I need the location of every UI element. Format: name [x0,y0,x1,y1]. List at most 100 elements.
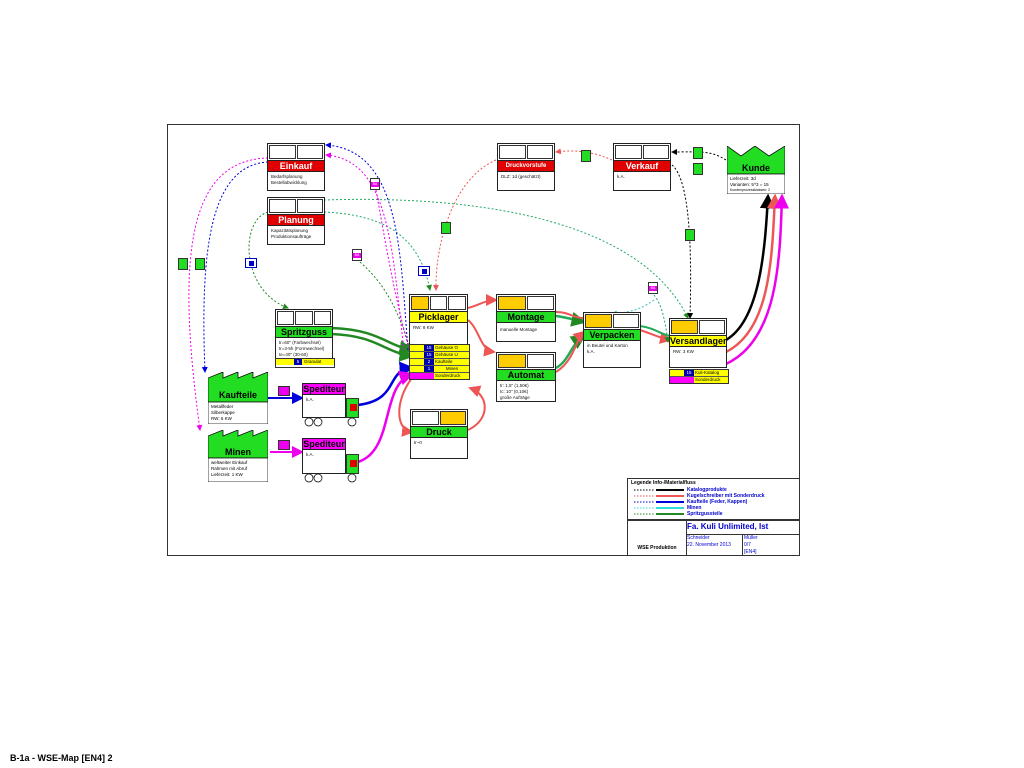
operator-icon [499,145,526,159]
einkauf-box[interactable]: 3 Einkauf Bedarfsplanung Bestellabwicklu… [267,143,325,191]
inv-label: Gehäuse U [434,352,469,358]
spediteur2-truck[interactable]: Spediteur k.A. [302,438,346,474]
inv-row: 5 Granulat [276,359,334,365]
verpacken-box[interactable]: Verpacken in Beutel und Karton k.A. [583,312,641,368]
truck-wheel-icon [347,417,357,427]
druck-icons [411,410,467,426]
inv-row: Sonderdruck [670,377,728,383]
ba-doc-icon: BA [352,249,362,261]
druckvorstufe-info-line: DLZ: 1d (geschätzt) [501,174,541,179]
kaufteile-info-line: Metallfeder [211,404,234,409]
automat-box[interactable]: Automat tr: 1,5" (1,50€) tc: 10" (0,10€)… [496,352,556,402]
spritzguss-title: Spritzguss [276,326,332,338]
parts-icon [498,296,526,310]
picklager-box[interactable]: Picklager RW: 8 KW [409,294,468,346]
picklager-info: RW: 8 KW [410,323,467,333]
versandlager-box[interactable]: Versandlager RW: 3 KW [669,318,727,368]
planung-icons: 3 [268,198,324,214]
kanban-green-icon [195,258,205,270]
operator-icon [412,411,439,425]
verpacken-icons [584,313,640,329]
operator-icon [269,145,296,159]
kunde-factory[interactable]: Kunde Lieferzeit: 3d Varianten: 5^3 = 15… [726,145,786,195]
inv-count: 15 [424,352,434,358]
legend-row: Spritzgussteile [628,511,799,517]
inv-label: Sonderdruck [694,377,728,383]
legend-row: Kaufteile (Feder, Kappen) [628,499,799,505]
kanban-magenta-icon [278,440,290,450]
operator-icon [526,354,554,368]
einkauf-icons: 3 [268,144,324,160]
machine-icon [429,296,448,310]
operator-icon [612,314,639,328]
title-block: WSE Produktion Fa. Kuli Unlimited, Ist S… [627,520,800,556]
verpacken-info-line: k.A. [587,348,595,354]
druck-info-line: tr~0 [414,440,422,445]
operator-icon [313,311,331,325]
operator-icon [269,199,296,213]
legend-label: Minen [687,505,702,511]
legend-arrow-icon [634,495,684,497]
parts-icon [671,320,698,334]
druckvorstufe-title: Druckvorstufe [498,160,554,172]
verkauf-info: k.A. [614,172,670,182]
minen-factory[interactable]: Minen weltweiter Einkauf Rahmen mit Abru… [207,429,269,483]
planung-box[interactable]: 3 Planung Kapazitätsplanung Produktionsa… [267,197,325,245]
legend-label: Kugelschreiber mit Sonderdruck [687,493,765,499]
operator-icon [448,296,467,310]
picklager-info-line: RW: 8 KW [413,325,434,330]
parts-icon [585,314,612,328]
inv-label: Sonderdruck [434,373,469,379]
truck-cab-icon [346,398,359,418]
montage-title: Montage [497,311,555,323]
legend-label: Spritzgussteile [687,511,723,517]
minen-info: weltweiter Einkauf Rahmen mit Abruf Lief… [211,460,247,478]
druckvorstufe-count-badge: 3 [526,145,553,159]
parts-icon [439,411,466,425]
kaufteile-title: Kaufteile [218,390,257,400]
truck-wheels-icon [304,417,323,427]
druck-box[interactable]: Druck tr~0 [410,409,468,459]
versandlager-info-line: RW: 3 KW [673,349,694,354]
montage-icons [497,295,555,311]
withdrawal-blue-icon [418,266,430,276]
inv-marker [670,377,694,383]
inv-count: 1 [424,366,434,372]
einkauf-count-badge: 3 [296,145,323,159]
spritzguss-info-line: tr=3-5h (Formwechsel) [279,345,325,351]
company-title: Fa. Kuli Unlimited, Ist [687,522,769,531]
withdrawal-blue-icon [245,258,257,268]
druckvorstufe-box[interactable]: 3 Druckvorstufe DLZ: 1d (geschätzt) [497,143,555,191]
spediteur1-info: k.A. [306,397,314,402]
legend: Legende Info-/Materialfluss Katalogprodu… [627,478,800,520]
spediteur1-truck[interactable]: Spediteur k.A. [302,383,346,418]
legend-row: Katalogprodukte [628,487,799,493]
verkauf-count-badge: 3 [642,145,669,159]
druckvorstufe-info: DLZ: 1d (geschätzt) [498,172,554,182]
einkauf-info: Bedarfsplanung Bestellabwicklung [268,172,324,188]
verkauf-box[interactable]: 3 Verkauf k.A. [613,143,671,191]
spritzguss-box[interactable]: 3 Spritzguss tr=60" (Farbwechsel) tr=3-5… [275,309,333,367]
montage-box[interactable]: Montage manuelle Montage [496,294,556,342]
spritzguss-info: tr=60" (Farbwechsel) tr=3-5h (Formwechse… [276,338,332,360]
kunde-info-line: Lieferzeit: 3d [730,176,756,181]
kaufteile-info-line: RW: 6 KW [211,415,232,421]
legend-label: Katalogprodukte [687,487,727,493]
druck-info: tr~0 [411,438,467,448]
kaufteile-info-line: Silberkappe [211,409,235,415]
automat-info-line: tc: 10" (0,10€) [500,388,529,394]
planung-count-badge: 3 [296,199,323,213]
kanban-green-icon [178,258,188,270]
ba-doc-icon: BA [370,178,380,190]
operator-icon [698,320,725,334]
verkauf-info-line: k.A. [617,174,625,179]
kanban-green-icon [581,150,591,162]
inv-count: 5 [294,359,302,365]
kaufteile-factory[interactable]: Kaufteile Metallfeder Silberkappe RW: 6 … [207,371,269,425]
page-footer: B-1a - WSE-Map [EN4] 2 [10,753,113,763]
minen-info-line: Lieferzeit: 1 KW [211,471,243,477]
legend-row: Kugelschreiber mit Sonderdruck [628,493,799,499]
